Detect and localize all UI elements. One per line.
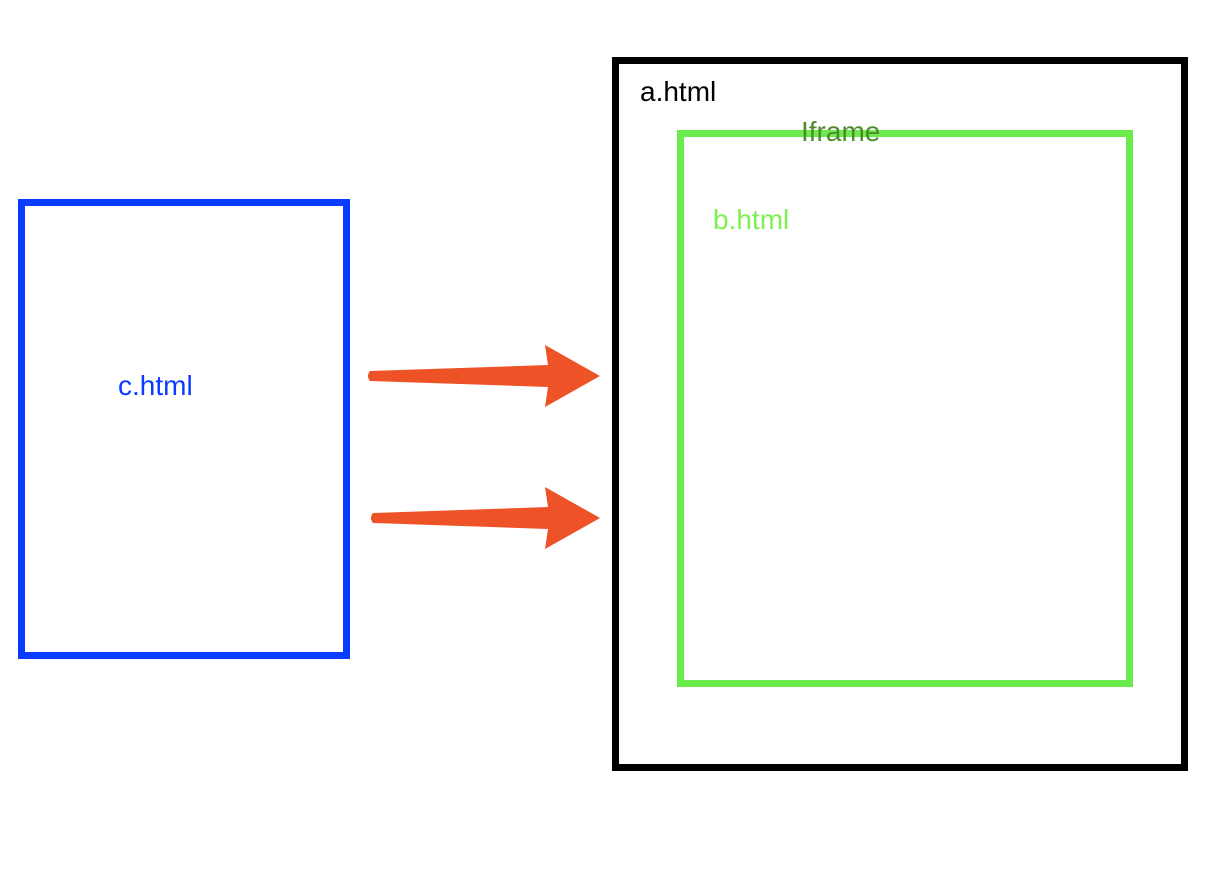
- a-html-label: a.html: [640, 76, 717, 107]
- arrow-c-to-a-2: [371, 487, 600, 549]
- arrow-c-to-a-1: [368, 345, 600, 407]
- b-html-label: b.html: [713, 204, 790, 235]
- c-html-label: c.html: [118, 370, 193, 401]
- a-html-box: [612, 57, 1188, 771]
- iframe-label: Iframe: [801, 116, 881, 147]
- b-html-iframe-box: [677, 130, 1133, 687]
- c-html-box: [18, 199, 350, 659]
